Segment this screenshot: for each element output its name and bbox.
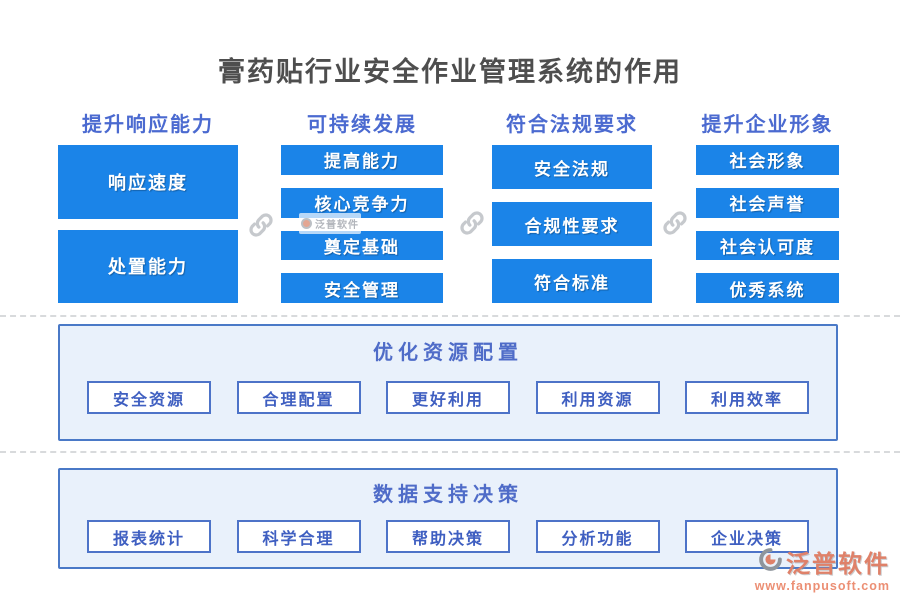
column-corporate-image: 社会形象 社会声誉 社会认可度 优秀系统 [696, 145, 839, 303]
brand-name: 泛普软件 [786, 551, 890, 578]
dashed-divider [0, 451, 900, 453]
link-icon [246, 210, 276, 240]
dashed-divider [0, 315, 900, 317]
tag-box: 报表统计 [87, 520, 211, 553]
tag-box: 安全资源 [87, 381, 211, 414]
feature-box: 奠定基础 [281, 230, 443, 261]
section-items-row: 报表统计 科学合理 帮助决策 分析功能 企业决策 [60, 520, 836, 553]
column-response-capability: 响应速度 处置能力 [58, 145, 238, 303]
column-header-sustainable-development: 可持续发展 [307, 114, 417, 136]
column-header-response-capability: 提升响应能力 [82, 114, 214, 136]
tag-box: 科学合理 [236, 520, 361, 553]
feature-box: 提高能力 [281, 145, 443, 175]
column-regulatory-compliance: 安全法规 合规性要求 符合标准 [492, 145, 652, 303]
column-header-corporate-image: 提升企业形象 [701, 114, 834, 136]
feature-box: 处置能力 [58, 229, 238, 303]
section-title: 优化资源配置 [373, 342, 523, 364]
tag-box: 帮助决策 [386, 520, 510, 553]
feature-box: 核心竞争力 [281, 187, 443, 218]
feature-box: 安全管理 [281, 273, 443, 303]
fanpu-watermark: 泛普软件 [299, 213, 361, 234]
fanpu-watermark-text: 泛普软件 [315, 220, 359, 231]
feature-box: 符合标准 [492, 259, 652, 303]
column-sustainable-development: 提高能力 核心竞争力 奠定基础 安全管理 [281, 145, 443, 303]
section-title: 数据支持决策 [373, 484, 523, 506]
fanpu-logo-icon [758, 547, 783, 577]
tag-box: 企业决策 [685, 520, 809, 553]
feature-box: 安全法规 [492, 145, 652, 189]
column-header-regulatory-compliance: 符合法规要求 [506, 114, 638, 136]
section-data-decision: 数据支持决策 报表统计 科学合理 帮助决策 分析功能 企业决策 [58, 468, 838, 569]
feature-box: 合规性要求 [492, 202, 652, 246]
feature-box: 社会声誉 [696, 187, 839, 218]
feature-box: 响应速度 [58, 145, 238, 219]
brand-url: www.fanpusoft.com [754, 579, 890, 593]
section-items-row: 安全资源 合理配置 更好利用 利用资源 利用效率 [60, 381, 836, 414]
feature-box: 社会认可度 [696, 230, 839, 261]
page-title: 膏药贴行业安全作业管理系统的作用 [218, 57, 682, 87]
section-resource-allocation: 优化资源配置 安全资源 合理配置 更好利用 利用资源 利用效率 [58, 324, 838, 441]
fanpu-brand-logo: 泛普软件 www.fanpusoft.com [755, 544, 890, 593]
tag-box: 更好利用 [386, 381, 510, 414]
tag-box: 利用资源 [535, 381, 660, 414]
feature-box: 优秀系统 [696, 273, 839, 303]
link-icon [457, 208, 487, 238]
link-icon [660, 208, 690, 238]
tag-box: 利用效率 [685, 381, 809, 414]
feature-box: 社会形象 [696, 145, 839, 175]
tag-box: 合理配置 [236, 381, 361, 414]
fanpu-watermark-icon [301, 218, 312, 229]
tag-box: 分析功能 [535, 520, 660, 553]
